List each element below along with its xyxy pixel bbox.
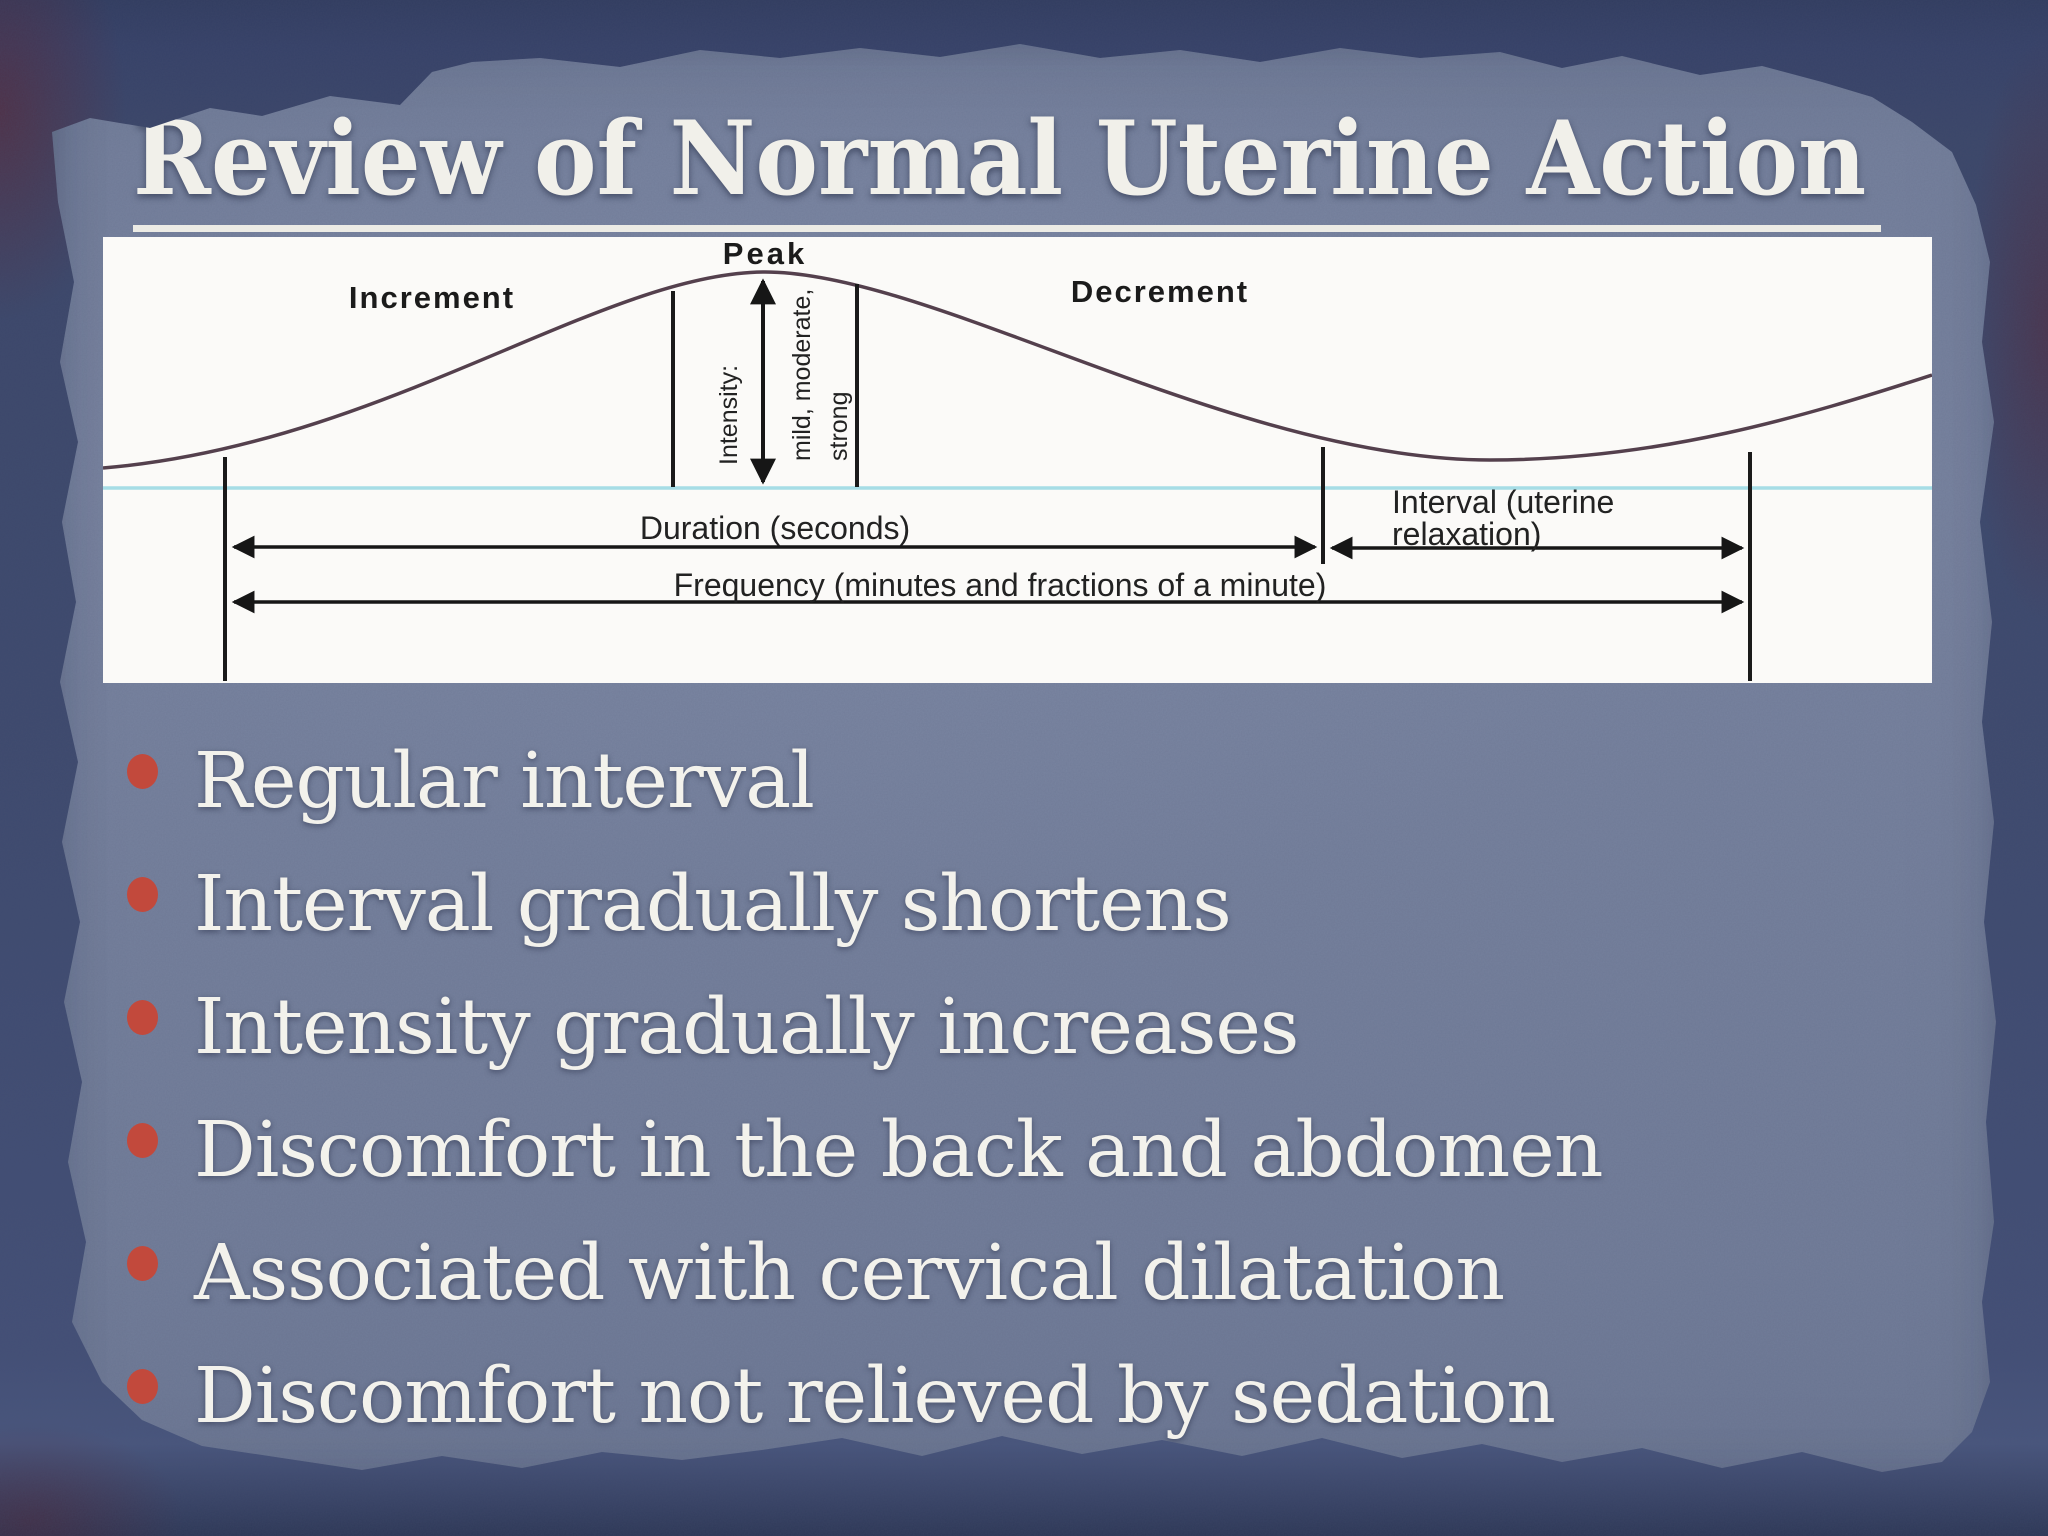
- bullet-dot-icon: [127, 1123, 158, 1158]
- contraction-wave-figure: Peak Increment Decrement Intensity: mild…: [103, 237, 1932, 681]
- bullet-dot-icon: [127, 877, 158, 912]
- list-item: Regular interval: [110, 720, 1602, 843]
- bullet-list: Regular interval Interval gradually shor…: [110, 720, 1603, 1458]
- bullet-dot-icon: [127, 1369, 158, 1404]
- list-item: Interval gradually shortens: [110, 843, 1602, 966]
- bullet-text: Regular interval: [194, 737, 815, 826]
- bullet-text: Associated with cervical dilatation: [194, 1229, 1505, 1318]
- list-item: Discomfort not relieved by sedation: [110, 1335, 1602, 1458]
- list-item: Intensity gradually increases: [110, 966, 1602, 1089]
- increment-label: Increment: [349, 280, 515, 315]
- bullet-dot-icon: [127, 754, 158, 789]
- interval-label-line1: Interval (uterine: [1392, 484, 1614, 520]
- bullet-dot-icon: [127, 1246, 158, 1281]
- slide-title: Review of Normal Uterine Action: [133, 102, 1881, 232]
- frequency-label: Frequency (minutes and fractions of a mi…: [674, 567, 1327, 603]
- contraction-wave-diagram: Peak Increment Decrement Intensity: mild…: [103, 237, 1932, 683]
- duration-label: Duration (seconds): [640, 510, 910, 546]
- bullet-text: Interval gradually shortens: [194, 860, 1232, 949]
- intensity-label: Intensity:: [715, 365, 743, 465]
- slide-title-text: Review of Normal Uterine Action: [133, 102, 1881, 232]
- peak-label: Peak: [723, 237, 807, 271]
- bullet-text: Discomfort not relieved by sedation: [194, 1352, 1556, 1441]
- bullet-dot-icon: [127, 1000, 158, 1035]
- list-item: Associated with cervical dilatation: [110, 1212, 1602, 1335]
- intensity-scale-label-line2: strong: [825, 392, 853, 461]
- bullet-text: Intensity gradually increases: [194, 983, 1299, 1072]
- list-item: Discomfort in the back and abdomen: [110, 1089, 1603, 1212]
- bullet-text: Discomfort in the back and abdomen: [194, 1106, 1603, 1195]
- decrement-label: Decrement: [1071, 274, 1249, 309]
- contraction-curve: [103, 270, 1932, 470]
- interval-label-line2: relaxation): [1392, 516, 1541, 552]
- intensity-scale-label-line1: mild, moderate,: [788, 289, 816, 461]
